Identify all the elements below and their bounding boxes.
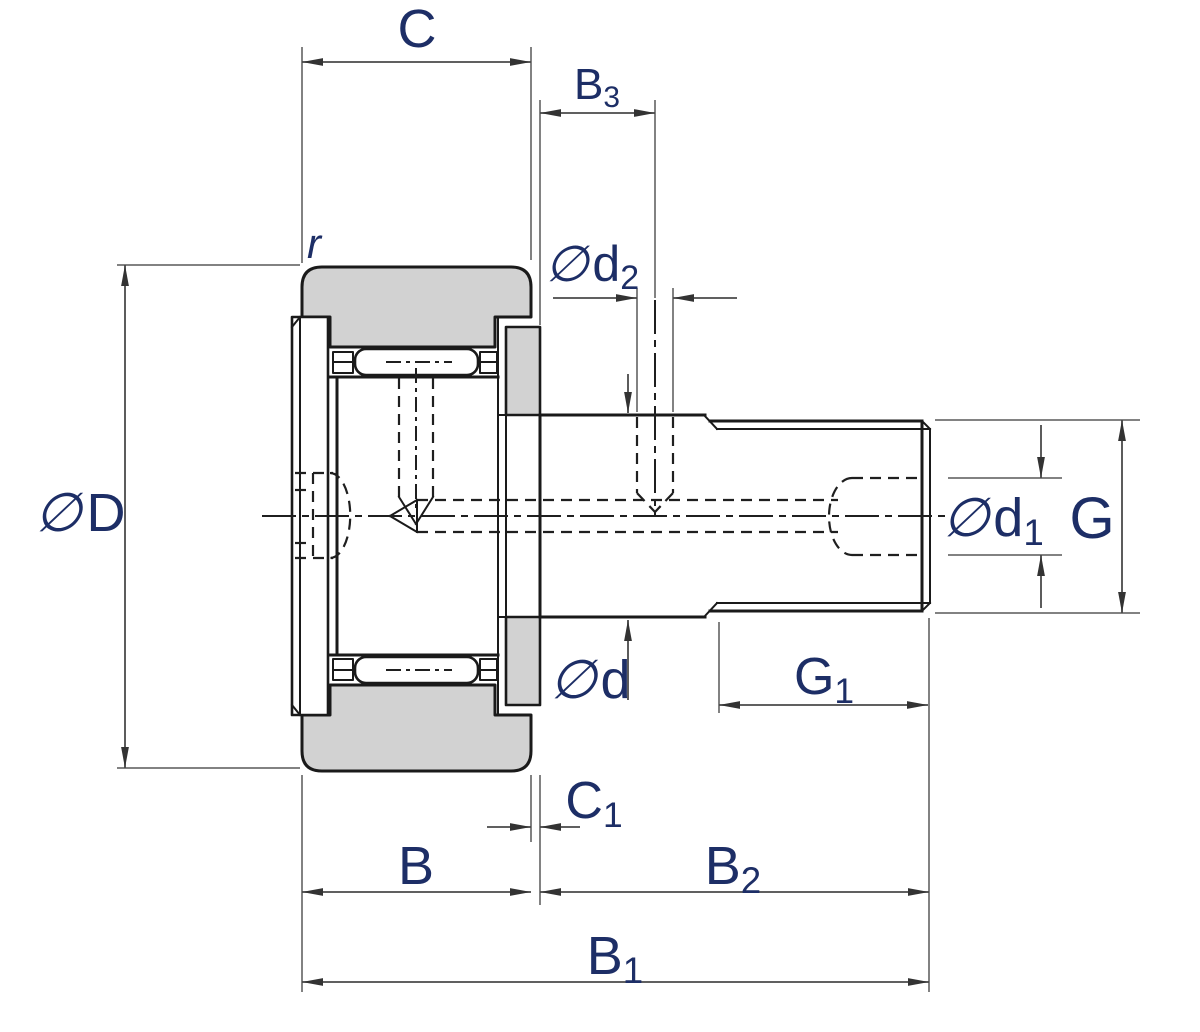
label-C1: C1 — [565, 772, 622, 835]
label-B1: B1 — [587, 926, 643, 991]
label-d: ∅d — [549, 650, 630, 710]
dimensions — [117, 47, 1140, 992]
side-plate-chamfer-top — [290, 315, 302, 329]
dim-D — [117, 264, 300, 769]
label-d2: ∅d2 — [545, 236, 639, 297]
stud-collar-top — [504, 325, 542, 417]
outer-ring-bottom-section — [300, 683, 533, 773]
dim-d2 — [553, 288, 737, 412]
side-plate-chamfer-bottom — [290, 703, 302, 717]
grease-hole-stud-hidden — [635, 300, 675, 516]
label-r: r — [307, 220, 323, 267]
label-B: B — [398, 836, 434, 896]
dim-d1 — [948, 425, 1062, 608]
dim-B-B2-B1 — [301, 618, 930, 992]
label-C: C — [398, 0, 437, 59]
dim-B3 — [539, 100, 656, 325]
label-G: G — [1069, 486, 1114, 551]
outer-ring-top-section — [300, 265, 533, 349]
dimension-labels: C B3 r ∅d2 ∅D ∅d1 G ∅d G1 C1 B B2 B1 — [34, 0, 1114, 991]
dim-G — [935, 419, 1140, 614]
grease-hole-axial-hidden — [388, 498, 838, 534]
hex-socket-hidden — [295, 471, 352, 560]
dim-C — [301, 47, 532, 263]
bearing-structure — [262, 265, 950, 773]
dim-G1 — [718, 622, 928, 713]
label-B3: B3 — [574, 60, 620, 114]
label-d1: ∅d1 — [942, 488, 1044, 553]
label-B2: B2 — [705, 836, 761, 901]
stud-collar-bottom — [504, 615, 542, 707]
end-bore-hidden — [827, 476, 922, 557]
cage-segments — [332, 351, 498, 681]
dim-C1 — [487, 775, 580, 905]
grease-hole-bearing-hidden — [397, 368, 435, 526]
label-D: ∅D — [34, 483, 125, 543]
label-G1: G1 — [794, 648, 854, 711]
